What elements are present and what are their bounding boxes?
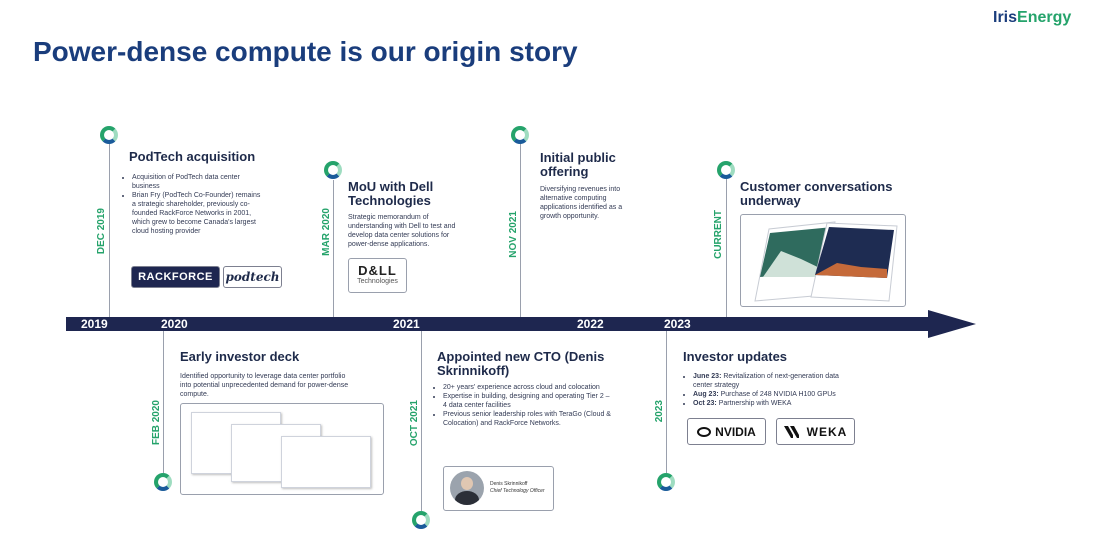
event-title: Early investor deck [180, 349, 300, 364]
bullet-item: Aug 23: Purchase of 248 NVIDIA H100 GPUs [693, 390, 858, 399]
event-body: June 23: Revitalization of next-generati… [683, 372, 858, 408]
event-title: Initial public offering [540, 150, 616, 179]
iris-energy-logo: IrisEnergy [993, 9, 1072, 26]
ring-marker-icon [717, 161, 735, 179]
bullet-item: Oct 23: Partnership with WEKA [693, 399, 858, 408]
ring-marker-icon [412, 511, 430, 529]
bullet-item: Expertise in building, designing and ope… [443, 392, 613, 410]
event-body: 20+ years' experience across cloud and c… [433, 383, 613, 428]
nvidia-logo: NVIDIA [687, 418, 766, 445]
weka-mark-icon [783, 425, 799, 438]
year-label: 2020 [161, 317, 188, 331]
event-date: OCT 2021 [409, 400, 420, 447]
bullet-item: June 23: Revitalization of next-generati… [693, 372, 858, 390]
event-body: Acquisition of PodTech data center busin… [122, 173, 262, 236]
event-date: NOV 2021 [508, 211, 519, 258]
page-title: Power-dense compute is our origin story [33, 36, 578, 67]
weka-logo: WEKA [776, 418, 855, 445]
report-covers-icon [754, 221, 898, 302]
event-date: MAR 2020 [321, 208, 332, 256]
report-image [740, 214, 906, 307]
card-role: Chief Technology Officer [490, 488, 545, 494]
connector-line [666, 331, 667, 473]
year-label: 2022 [577, 317, 604, 331]
avatar [450, 471, 484, 505]
bullet-item: Previous senior leadership roles with Te… [443, 410, 613, 428]
event-title: MoU with Dell Technologies [348, 179, 434, 208]
connector-line [109, 143, 110, 317]
event-body: Strategic memorandum of understanding wi… [348, 214, 456, 248]
ring-marker-icon [154, 473, 172, 491]
ring-marker-icon [324, 161, 342, 179]
year-label: 2019 [81, 317, 108, 331]
dell-logo: D&LL Technologies [348, 258, 407, 293]
event-title: Appointed new CTO (Denis Skrinnikoff) [437, 349, 605, 378]
ring-marker-icon [511, 126, 529, 144]
year-label: 2023 [664, 317, 691, 331]
cto-card: Denis Skrinnikoff Chief Technology Offic… [443, 466, 554, 511]
connector-line [421, 331, 422, 511]
deck-image [180, 403, 384, 495]
connector-line [726, 178, 727, 317]
event-title: Customer conversations underway [740, 179, 893, 208]
event-date: FEB 2020 [151, 400, 162, 446]
event-title: PodTech acquisition [129, 149, 256, 164]
bullet-item: Brian Fry (PodTech Co-Founder) remains a… [132, 191, 262, 236]
podtech-logo: podtech [223, 266, 282, 288]
ring-marker-icon [657, 473, 675, 491]
ring-marker-icon [100, 126, 118, 144]
event-title: Investor updates [683, 349, 788, 364]
event-date: DEC 2019 [96, 208, 107, 255]
card-name: Denis Skrinnikoff [490, 481, 528, 487]
timeline-arrow-icon [928, 310, 976, 338]
event-date: CURRENT [713, 210, 724, 259]
timeline-bar [66, 317, 934, 331]
connector-line [163, 331, 164, 473]
year-label: 2021 [393, 317, 420, 331]
bullet-item: Acquisition of PodTech data center busin… [132, 173, 262, 191]
bullet-item: 20+ years' experience across cloud and c… [443, 383, 613, 392]
rackforce-logo: RACKFORCE [131, 266, 220, 288]
connector-line [333, 180, 334, 317]
event-date: 2023 [654, 400, 665, 423]
event-body: Identified opportunity to leverage data … [180, 373, 349, 398]
event-body: Diversifying revenues into alternative c… [540, 186, 623, 220]
connector-line [520, 143, 521, 317]
